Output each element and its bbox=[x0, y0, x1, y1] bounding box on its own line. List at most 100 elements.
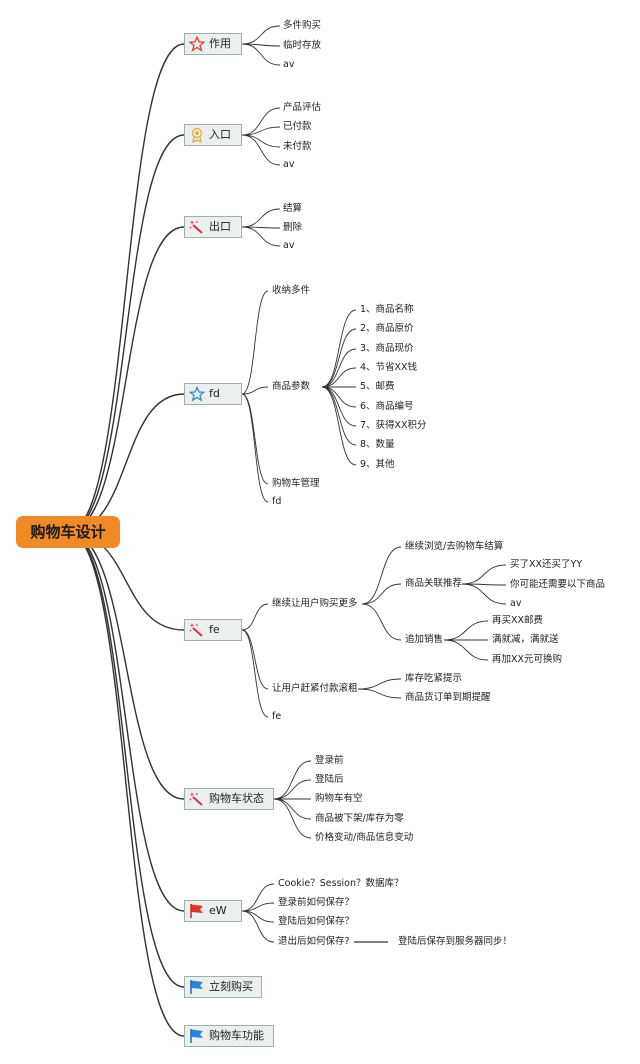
connector-line bbox=[241, 208, 281, 228]
connector-line bbox=[321, 348, 357, 388]
branch-node-exit[interactable]: 出口 bbox=[184, 216, 242, 238]
leaf-node[interactable]: fd bbox=[272, 496, 282, 507]
branch-label: 出口 bbox=[209, 220, 231, 233]
leaf-node[interactable]: 已付款 bbox=[283, 121, 312, 132]
subtopic-node[interactable]: 追加销售 bbox=[405, 634, 444, 645]
leaf-node[interactable]: 你可能还需要以下商品 bbox=[510, 579, 606, 590]
leaf-node[interactable]: 商品被下架/库存为零 bbox=[315, 813, 404, 824]
connector-line bbox=[443, 639, 489, 661]
leaf-node[interactable]: 产品评估 bbox=[283, 102, 322, 113]
subtopic-node[interactable]: 继续让用户购买更多 bbox=[272, 598, 358, 609]
branch-node-entry[interactable]: 入口 bbox=[184, 124, 242, 146]
magic-wand-icon bbox=[189, 622, 205, 638]
connector-line bbox=[321, 309, 357, 388]
connector-line bbox=[361, 603, 402, 641]
blue-flag-icon bbox=[189, 979, 205, 995]
red-flag-icon bbox=[189, 903, 205, 919]
connector-line bbox=[357, 688, 402, 699]
branch-label: 作用 bbox=[209, 37, 231, 50]
leaf-node[interactable]: 临时存放 bbox=[283, 40, 322, 51]
leaf-node[interactable]: av bbox=[283, 240, 295, 251]
leaf-node[interactable]: 6、商品编号 bbox=[360, 401, 414, 412]
leaf-node[interactable]: av bbox=[283, 59, 295, 70]
branch-node-fe[interactable]: fe bbox=[184, 619, 242, 641]
award-ribbon-icon bbox=[189, 127, 205, 143]
leaf-node[interactable]: 结算 bbox=[283, 203, 303, 214]
root-connector bbox=[67, 531, 185, 988]
root-connector bbox=[67, 531, 185, 912]
connector-line bbox=[241, 910, 275, 923]
branch-label: fe bbox=[209, 623, 220, 636]
connector-line bbox=[241, 393, 269, 503]
leaf-node[interactable]: 多件购买 bbox=[283, 20, 322, 31]
leaf-node[interactable]: 库存吃紧提示 bbox=[405, 673, 463, 684]
leaf-node[interactable]: 满就减，满就送 bbox=[492, 634, 559, 645]
connector-line bbox=[241, 910, 275, 943]
leaf-node[interactable]: 登录前如何保存？ bbox=[278, 897, 355, 908]
connector-line bbox=[241, 226, 281, 247]
leaf-node[interactable]: 登录前 bbox=[315, 755, 344, 766]
leaf-node[interactable]: 收纳多件 bbox=[272, 285, 311, 296]
leaf-node[interactable]: 登陆后保存到服务器同步！ bbox=[398, 936, 513, 947]
root-node[interactable]: 购物车设计 bbox=[16, 516, 120, 548]
root-connector bbox=[67, 393, 185, 533]
magic-wand-icon bbox=[189, 219, 205, 235]
connector-line bbox=[241, 629, 269, 690]
subtopic-node[interactable]: 让用户赶紧付款滚粗 bbox=[272, 683, 358, 694]
branch-node-fd[interactable]: fd bbox=[184, 383, 242, 405]
leaf-node[interactable]: 7、获得XX积分 bbox=[360, 420, 427, 431]
leaf-node[interactable]: 商品货订单到期提醒 bbox=[405, 692, 491, 703]
leaf-node[interactable]: 5、邮费 bbox=[360, 381, 395, 392]
connector-line bbox=[241, 290, 269, 395]
leaf-node[interactable]: 3、商品现价 bbox=[360, 343, 414, 354]
connector-line bbox=[361, 546, 402, 605]
connector-line bbox=[321, 367, 357, 388]
leaf-node[interactable]: 9、其他 bbox=[360, 459, 395, 470]
leaf-node[interactable]: 8、数量 bbox=[360, 439, 395, 450]
leaf-node[interactable]: 1、商品名称 bbox=[360, 304, 414, 315]
leaf-node[interactable]: 4、节省XX钱 bbox=[360, 362, 418, 373]
connector-line bbox=[241, 629, 269, 718]
star-blue-icon bbox=[189, 386, 205, 402]
leaf-node[interactable]: 再加XX元可换购 bbox=[492, 654, 563, 665]
branch-node-cart-function[interactable]: 购物车功能 bbox=[184, 1025, 274, 1047]
leaf-node[interactable]: 再买XX邮费 bbox=[492, 615, 544, 626]
connector-line bbox=[461, 583, 507, 605]
blue-flag-icon bbox=[189, 1028, 205, 1044]
subtopic-node[interactable]: 退出后如何保存? bbox=[278, 936, 350, 947]
root-connector bbox=[67, 134, 185, 533]
connector-line bbox=[461, 564, 507, 585]
leaf-node[interactable]: 买了XX还买了YY bbox=[510, 559, 583, 570]
connector-line bbox=[241, 134, 281, 166]
leaf-node[interactable]: av bbox=[510, 598, 522, 609]
leaf-node[interactable]: 购物车管理 bbox=[272, 478, 320, 489]
branch-label: 购物车状态 bbox=[209, 792, 264, 805]
root-connector bbox=[67, 226, 185, 533]
leaf-node[interactable]: 购物车有空 bbox=[315, 793, 363, 804]
root-connector bbox=[67, 531, 185, 1037]
subtopic-node[interactable]: 商品参数 bbox=[272, 381, 311, 392]
connector-line bbox=[273, 798, 312, 839]
connector-line bbox=[361, 583, 402, 605]
leaf-node[interactable]: Cookie？Session？数据库？ bbox=[278, 878, 404, 889]
leaf-node[interactable]: 登陆后 bbox=[315, 774, 344, 785]
connector-line bbox=[273, 798, 312, 820]
connector-line bbox=[321, 386, 357, 446]
subtopic-node[interactable]: 商品关联推荐 bbox=[405, 578, 463, 589]
leaf-node[interactable]: 价格变动/商品信息变动 bbox=[315, 832, 414, 843]
leaf-node[interactable]: fe bbox=[272, 711, 282, 722]
leaf-node[interactable]: 登陆后如何保存？ bbox=[278, 916, 355, 927]
connector-line bbox=[241, 107, 281, 136]
leaf-node[interactable]: 未付款 bbox=[283, 141, 312, 152]
branch-node-ew[interactable]: eW bbox=[184, 900, 242, 922]
connector-line bbox=[321, 386, 357, 466]
branch-node-function[interactable]: 作用 bbox=[184, 33, 242, 55]
leaf-node[interactable]: 2、商品原价 bbox=[360, 323, 414, 334]
leaf-node[interactable]: 删除 bbox=[283, 222, 303, 233]
connector-line bbox=[241, 603, 269, 631]
leaf-node[interactable]: 继续浏览/去购物车结算 bbox=[405, 541, 504, 552]
branch-node-buy-now[interactable]: 立刻购买 bbox=[184, 976, 262, 998]
leaf-node[interactable]: av bbox=[283, 159, 295, 170]
connector-line bbox=[241, 134, 281, 148]
branch-node-cart-state[interactable]: 购物车状态 bbox=[184, 788, 274, 810]
